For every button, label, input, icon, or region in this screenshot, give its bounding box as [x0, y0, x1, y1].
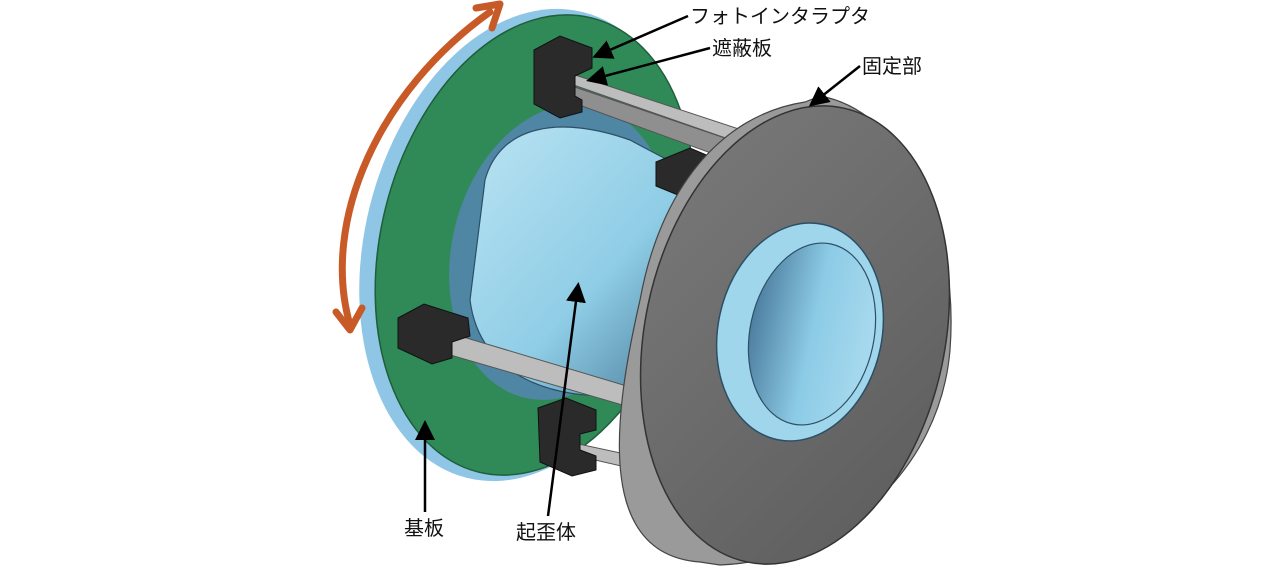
label-base-plate: 基板	[404, 516, 444, 540]
leader-shield-plate	[586, 46, 711, 86]
leader-strain-body	[546, 282, 586, 517]
label-fixed-part: 固定部	[862, 54, 922, 78]
label-photo-interrupter: フォトインタラプタ	[690, 4, 870, 28]
photo-interrupter-bottom	[537, 397, 597, 477]
photo-interrupter-left	[397, 303, 471, 365]
leader-lines	[415, 14, 861, 517]
rotation-arrow	[332, 0, 504, 334]
photo-interrupter-top	[533, 35, 593, 119]
leader-photo-interrupter	[592, 14, 689, 59]
label-strain-body: 起歪体	[516, 520, 576, 544]
label-shield-plate: 遮蔽板	[712, 36, 772, 60]
leader-fixed-part	[808, 65, 861, 107]
photo-interrupters	[397, 35, 719, 477]
fixed-part	[618, 95, 952, 566]
